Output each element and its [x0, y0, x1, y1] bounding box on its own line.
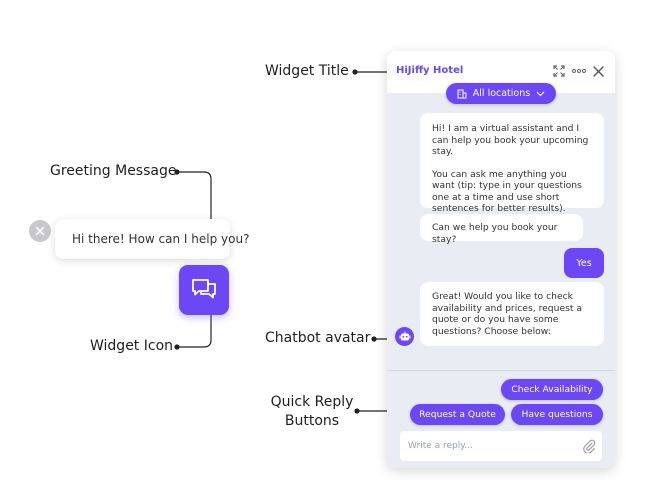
- more-icon: [572, 69, 586, 73]
- callout-quick-reply-line1: Quick Reply: [270, 394, 354, 410]
- callout-greeting-message: Greeting Message: [50, 163, 177, 179]
- chat-bubbles-icon: [192, 279, 216, 299]
- chevron-down-icon: [536, 91, 545, 96]
- request-quote-button[interactable]: Request a Quote: [410, 404, 505, 425]
- expand-button[interactable]: [552, 64, 566, 78]
- robot-icon: [399, 331, 410, 341]
- reply-placeholder: Write a reply...: [408, 441, 473, 451]
- building-icon: [457, 89, 467, 98]
- reply-input[interactable]: Write a reply...: [400, 431, 602, 461]
- greeting-close-button[interactable]: [29, 220, 51, 242]
- bot-message-text: Great! Would you like to check availabil…: [432, 291, 583, 337]
- bot-message-text: Hi! I am a virtual assistant and I can h…: [432, 123, 589, 157]
- bot-message-text: You can ask me anything you want (tip: t…: [432, 168, 582, 215]
- callout-quick-reply: Quick Reply Buttons: [266, 393, 358, 431]
- bot-message-booking: Can we help you book your stay?: [420, 214, 583, 245]
- location-selector[interactable]: All locations: [446, 83, 556, 104]
- callout-widget-icon: Widget Icon: [90, 338, 174, 354]
- close-widget-button[interactable]: [591, 64, 605, 78]
- widget-title: HiJiffy Hotel: [396, 65, 464, 76]
- expand-icon: [553, 65, 565, 77]
- paperclip-icon[interactable]: [582, 439, 596, 453]
- close-icon: [35, 226, 45, 236]
- bot-message-options: Great! Would you like to check availabil…: [420, 282, 604, 346]
- check-availability-button[interactable]: Check Availability: [501, 379, 603, 400]
- callout-chatbot-avatar: Chatbot avatar: [265, 330, 371, 346]
- widget-launcher-button[interactable]: [179, 265, 229, 315]
- callout-widget-title: Widget Title: [265, 63, 349, 79]
- have-questions-button[interactable]: Have questions: [511, 404, 603, 425]
- location-selector-label: All locations: [472, 88, 531, 99]
- bot-message-text: Can we help you book your stay?: [432, 222, 558, 245]
- chatbot-avatar: [395, 327, 414, 346]
- user-message: Yes: [564, 248, 604, 278]
- divider: [387, 370, 615, 371]
- bot-message-welcome: Hi! I am a virtual assistant and I can h…: [420, 113, 604, 214]
- close-icon: [592, 65, 604, 77]
- chat-widget: HiJiffy Hotel All locatio: [387, 51, 615, 468]
- callout-quick-reply-line2: Buttons: [284, 413, 340, 429]
- greeting-message-bubble[interactable]: Hi there! How can I help you?: [55, 219, 249, 259]
- more-options-button[interactable]: [572, 64, 586, 78]
